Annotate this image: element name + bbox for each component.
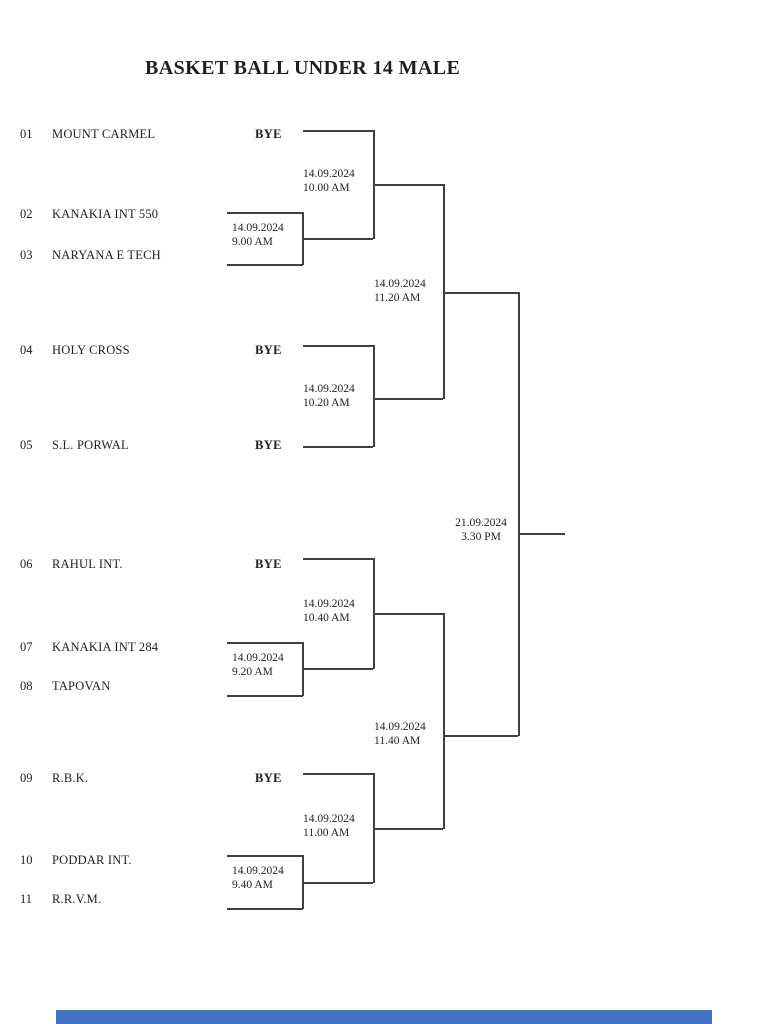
team-name: MOUNT CARMEL bbox=[52, 127, 156, 141]
bracket-line-winner-r2-m1 bbox=[373, 184, 443, 186]
match-label-r1-m3: 14.09.2024 9.40 AM bbox=[232, 864, 284, 892]
bracket-line-winner-sf1 bbox=[443, 292, 518, 294]
entry-number: 10 bbox=[20, 853, 33, 867]
entry-number: 04 bbox=[20, 343, 33, 357]
match-label-sf2: 14.09.2024 11.40 AM bbox=[374, 720, 426, 748]
match-date: 14.09.2024 bbox=[303, 383, 355, 395]
bracket-line-team-08 bbox=[227, 695, 303, 697]
team-name: NARYANA E TECH bbox=[52, 248, 161, 262]
bye-label: BYE bbox=[255, 557, 282, 571]
entry-row-04: 04 HOLY CROSS BYE bbox=[0, 343, 768, 359]
match-date: 14.09.2024 bbox=[303, 168, 355, 180]
match-label-r2-m1: 14.09.2024 10.00 AM bbox=[303, 167, 355, 195]
match-date: 14.09.2024 bbox=[232, 222, 284, 234]
team-name: PODDAR INT. bbox=[52, 853, 132, 867]
match-time: 9.20 AM bbox=[232, 666, 273, 678]
match-time: 10.40 AM bbox=[303, 612, 350, 624]
bracket-line-bye-01 bbox=[303, 130, 373, 132]
bracket-connector-r2-m2 bbox=[373, 345, 375, 447]
entry-number: 03 bbox=[20, 248, 33, 262]
entry-number: 02 bbox=[20, 207, 33, 221]
team-name: R.R.V.M. bbox=[52, 892, 102, 906]
bracket-line-winner-r2-m4 bbox=[373, 828, 443, 830]
bracket-connector-sf1 bbox=[443, 184, 445, 399]
team-name: HOLY CROSS bbox=[52, 343, 130, 357]
entry-row-02: 02 KANAKIA INT 550 bbox=[0, 207, 768, 223]
match-time: 11.40 AM bbox=[374, 735, 421, 747]
match-date: 14.09.2024 bbox=[232, 652, 284, 664]
bracket-line-bye-09 bbox=[303, 773, 373, 775]
bracket-connector-final bbox=[518, 292, 520, 736]
bracket-line-team-11 bbox=[227, 908, 303, 910]
match-date: 21.09.2024 bbox=[455, 517, 507, 529]
match-label-r1-m1: 14.09.2024 9.00 AM bbox=[232, 221, 284, 249]
match-date: 14.09.2024 bbox=[303, 598, 355, 610]
entry-row-08: 08 TAPOVAN bbox=[0, 679, 768, 695]
entry-row-10: 10 PODDAR INT. bbox=[0, 853, 768, 869]
entry-row-11: 11 R.R.V.M. bbox=[0, 892, 768, 908]
match-label-sf1: 14.09.2024 11.20 AM bbox=[374, 277, 426, 305]
bye-label: BYE bbox=[255, 771, 282, 785]
bracket-connector-sf2 bbox=[443, 613, 445, 829]
team-name: S.L. PORWAL bbox=[52, 438, 129, 452]
bracket-line-bye-06 bbox=[303, 558, 373, 560]
bracket-line-winner-r1-m2 bbox=[302, 668, 373, 670]
bracket-line-winner-r1-m1 bbox=[302, 238, 373, 240]
bracket-line-winner-r2-m2 bbox=[373, 398, 443, 400]
entry-number: 11 bbox=[20, 892, 33, 906]
bracket-line-winner-sf2 bbox=[443, 735, 518, 737]
bracket-line-bye-04 bbox=[303, 345, 373, 347]
match-date: 14.09.2024 bbox=[374, 721, 426, 733]
match-label-r1-m2: 14.09.2024 9.20 AM bbox=[232, 651, 284, 679]
bracket-line-team-03 bbox=[227, 264, 303, 266]
footer-accent-bar bbox=[56, 1010, 712, 1024]
entry-row-09: 09 R.B.K. BYE bbox=[0, 771, 768, 787]
match-label-r2-m4: 14.09.2024 11.00 AM bbox=[303, 812, 355, 840]
bye-label: BYE bbox=[255, 438, 282, 452]
bye-label: BYE bbox=[255, 127, 282, 141]
bracket-line-bye-05 bbox=[303, 446, 373, 448]
entry-number: 06 bbox=[20, 557, 33, 571]
match-label-r2-m2: 14.09.2024 10.20 AM bbox=[303, 382, 355, 410]
entry-row-05: 05 S.L. PORWAL BYE bbox=[0, 438, 768, 454]
bracket-line-champion bbox=[518, 533, 565, 535]
entry-number: 07 bbox=[20, 640, 33, 654]
match-time: 3.30 PM bbox=[461, 531, 501, 543]
team-name: KANAKIA INT 550 bbox=[52, 207, 159, 221]
match-label-r2-m3: 14.09.2024 10.40 AM bbox=[303, 597, 355, 625]
match-date: 14.09.2024 bbox=[232, 865, 284, 877]
team-name: R.B.K. bbox=[52, 771, 89, 785]
match-time: 10.20 AM bbox=[303, 397, 350, 409]
entry-row-03: 03 NARYANA E TECH bbox=[0, 248, 768, 264]
bracket-line-team-02 bbox=[227, 212, 303, 214]
match-time: 9.00 AM bbox=[232, 236, 273, 248]
entry-number: 05 bbox=[20, 438, 33, 452]
team-name: KANAKIA INT 284 bbox=[52, 640, 159, 654]
match-time: 10.00 AM bbox=[303, 182, 350, 194]
match-date: 14.09.2024 bbox=[374, 278, 426, 290]
bracket-line-team-07 bbox=[227, 642, 303, 644]
bracket-line-team-10 bbox=[227, 855, 303, 857]
entry-number: 01 bbox=[20, 127, 33, 141]
match-date: 14.09.2024 bbox=[303, 813, 355, 825]
bracket-line-winner-r2-m3 bbox=[373, 613, 443, 615]
match-time: 11.00 AM bbox=[303, 827, 350, 839]
team-name: RAHUL INT. bbox=[52, 557, 123, 571]
entry-number: 09 bbox=[20, 771, 33, 785]
team-name: TAPOVAN bbox=[52, 679, 111, 693]
match-time: 11.20 AM bbox=[374, 292, 421, 304]
entry-row-06: 06 RAHUL INT. BYE bbox=[0, 557, 768, 573]
page-title: BASKET BALL UNDER 14 MALE bbox=[145, 57, 461, 79]
entry-number: 08 bbox=[20, 679, 33, 693]
match-label-final: 21.09.2024 3.30 PM bbox=[450, 516, 512, 544]
entry-row-07: 07 KANAKIA INT 284 bbox=[0, 640, 768, 656]
entry-row-01: 01 MOUNT CARMEL BYE bbox=[0, 127, 768, 143]
match-time: 9.40 AM bbox=[232, 879, 273, 891]
bye-label: BYE bbox=[255, 343, 282, 357]
bracket-line-winner-r1-m3 bbox=[302, 882, 373, 884]
